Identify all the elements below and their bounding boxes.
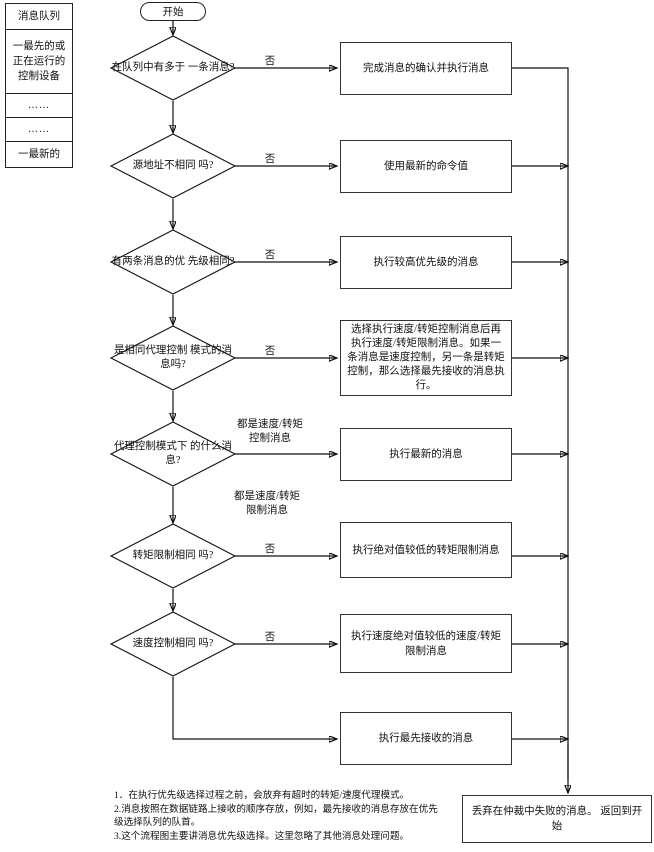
edge-label-no-1: 否 xyxy=(264,56,276,67)
diamond-shape xyxy=(109,421,237,487)
legend-row: 一最新的 xyxy=(18,149,60,160)
edge-label-speed-torque-limit: 都是速度/转矩 限制消息 xyxy=(234,491,300,516)
decision-more-than-one-message: 在队列中有多于 一条消息? xyxy=(109,35,237,101)
legend-row: 一最先的或 正在运行的 控制设备 xyxy=(6,30,72,94)
footnotes: 1．在执行优先级选择过程之前，会放弃有超时的转矩/速度代理模式。 2.消息按照在… xyxy=(114,790,438,842)
legend-row: …… xyxy=(6,118,72,142)
process-speed-torque-order-rule: 选择执行速度/转矩控制消息后再执行速度/转矩限制消息。如果一条消息是速度控制，另… xyxy=(340,320,512,396)
edge-label-no-3: 否 xyxy=(264,250,276,261)
decision-same-speed-control: 速度控制相同 吗? xyxy=(109,611,237,677)
edge-label-speed-torque-control: 都是速度/转矩 控制消息 xyxy=(237,419,303,444)
end-discard-failed-message: 丢弃在仲裁中失败的消息。 返回到开始 xyxy=(462,795,652,843)
process-execute-higher-priority: 执行较高优先级的消息 xyxy=(340,236,512,289)
decision-source-address-different: 源地址不相同 吗? xyxy=(109,133,237,199)
message-queue-legend: 消息队列 一最先的或 正在运行的 控制设备 …… …… 一最新的 xyxy=(5,3,73,168)
diamond-shape xyxy=(109,325,237,391)
process-execute-latest-message: 执行最新的消息 xyxy=(340,428,512,481)
decision-same-priority: 有两条消息的优 先级相同? xyxy=(109,229,237,295)
edge-label-no-4: 否 xyxy=(264,346,276,357)
process-acknowledge-and-execute: 完成消息的确认并执行消息 xyxy=(340,42,512,95)
diamond-shape xyxy=(109,133,237,199)
decision-same-torque-limit: 转矩限制相同 吗? xyxy=(109,523,237,589)
start-label: 开始 xyxy=(162,7,184,18)
process-use-latest-command-value: 使用最新的命令值 xyxy=(340,140,512,193)
diamond-shape xyxy=(109,611,237,677)
diamond-shape xyxy=(109,229,237,295)
edge-label-no-6: 否 xyxy=(264,632,276,643)
diamond-shape xyxy=(109,523,237,589)
edge-label-no-5: 否 xyxy=(264,544,276,555)
start-terminator: 开始 xyxy=(140,2,206,21)
legend-row: 消息队列 xyxy=(6,4,72,30)
legend-row: …… xyxy=(6,94,72,118)
diamond-shape xyxy=(109,35,237,101)
process-execute-lower-abs-speed-limit: 执行速度绝对值较低的速度/转矩限制消息 xyxy=(340,614,512,673)
process-execute-lower-abs-torque-limit: 执行绝对值较低的转矩限制消息 xyxy=(340,522,512,578)
decision-same-proxy-control-mode: 是相同代理控制 模式的消息吗? xyxy=(109,325,237,391)
edge-label-no-2: 否 xyxy=(264,154,276,165)
process-execute-earliest-received: 执行最先接收的消息 xyxy=(340,712,512,765)
